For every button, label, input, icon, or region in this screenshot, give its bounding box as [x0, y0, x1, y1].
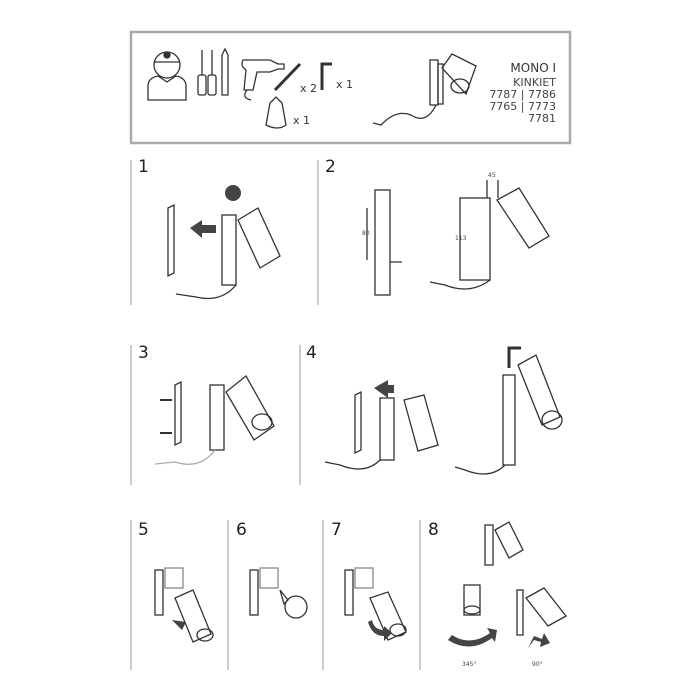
step-1: 1 — [138, 157, 281, 300]
step-4: 4 — [306, 343, 563, 475]
svg-text:4: 4 — [306, 343, 317, 363]
svg-text:x 2: x 2 — [300, 82, 317, 95]
allen-key-icon — [507, 346, 521, 368]
svg-text:5: 5 — [138, 520, 149, 540]
model-name: MONO I — [510, 61, 556, 75]
svg-text:3: 3 — [138, 343, 149, 363]
step-3: 3 — [138, 343, 275, 465]
product-code: 7765 | 7773 — [489, 100, 556, 113]
svg-text:6: 6 — [236, 520, 247, 540]
svg-text:x 1: x 1 — [293, 114, 310, 127]
step-dividers — [130, 160, 421, 670]
screwdrivers-icon — [197, 47, 229, 96]
svg-text:1: 1 — [138, 157, 149, 177]
product-type: KINKIET — [513, 76, 556, 89]
arrow-icon — [190, 220, 216, 238]
electrician-icon — [147, 51, 187, 101]
header-box: x 2 x 1 x 1 MONO I KINKIET 7787 | 7786 7… — [129, 30, 572, 145]
rotation-horizontal-label: 345° — [462, 661, 476, 668]
step-5: 5 — [138, 520, 214, 643]
product-code: 7781 — [528, 112, 556, 125]
dim-width: 45 — [488, 172, 496, 179]
rotate-icon — [225, 185, 241, 201]
rotation-vertical-label: 90° — [532, 661, 543, 668]
rotate-vertical-icon — [528, 633, 550, 648]
arrow-icon — [374, 380, 394, 398]
svg-text:2: 2 — [325, 157, 336, 177]
dim-height: 113 — [455, 235, 467, 242]
dim-hole-spacing: 80 — [362, 230, 370, 237]
step-7: 7 — [331, 520, 407, 641]
gu10-bulb-icon: x 1 — [265, 96, 310, 129]
svg-text:7: 7 — [331, 520, 342, 540]
svg-text:8: 8 — [428, 520, 439, 540]
product-illustration — [372, 53, 477, 126]
allen-key-icon: x 1 — [320, 62, 353, 91]
wall-plug-screw-icon: x 2 — [273, 62, 317, 95]
drill-icon — [241, 59, 285, 101]
product-code: 7787 | 7786 — [489, 88, 556, 101]
step-8: 8 345° 90° — [428, 520, 567, 668]
rotate-horizontal-icon — [448, 628, 497, 647]
step-6: 6 — [236, 520, 308, 619]
step-2: 2 80 113 45 — [325, 157, 550, 296]
svg-text:x 1: x 1 — [336, 78, 353, 91]
